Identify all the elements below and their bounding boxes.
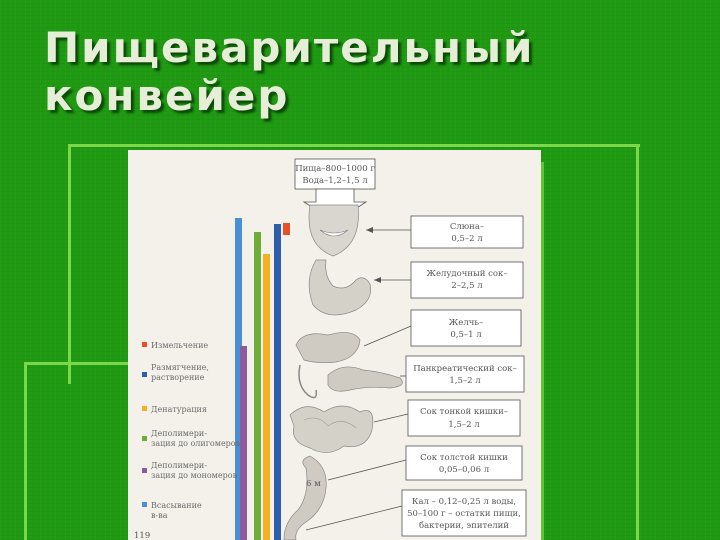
bile-line-1: Желчь– [449, 318, 483, 328]
pancreatic-line-1: Панкреатический сок– [413, 364, 517, 374]
feces-line-1: Кал – 0,12–0,25 л воды, [412, 497, 516, 507]
feces-line-2: 50–100 г – остатки пищи, [407, 509, 521, 519]
pancreas-icon [298, 364, 403, 399]
legend-label-5a: Деполимери- [151, 461, 207, 470]
food-line-1: Пища–800–1000 г [295, 164, 375, 174]
legend-label-5b: зация до мономеров [151, 471, 238, 480]
saliva-line-1: Слюна– [450, 222, 484, 232]
legend-label-6a: Всасывание [151, 501, 202, 510]
secretion-box-saliva [410, 215, 524, 249]
decor-line-top [68, 144, 640, 147]
decor-line-right2 [541, 162, 544, 540]
small-intestine-line-1: Сок тонкой кишки– [420, 407, 508, 417]
mouth-icon [308, 204, 359, 257]
feces-line-3: бактерии, эпителий [419, 520, 509, 531]
gastric-line-1: Желудочный сок– [426, 269, 507, 279]
secretion-box-bile [410, 309, 522, 347]
page-number: 119 [134, 531, 150, 540]
bar-denaturation [263, 254, 270, 540]
legend-label-2b: растворение [151, 373, 205, 382]
small-intestine-line-2: 1,5–2 л [448, 420, 480, 430]
secretion-box-large-intestine [405, 445, 523, 481]
legend-label-4a: Деполимери- [151, 429, 207, 438]
slide-title: Пищеварительный конвейер [44, 24, 604, 120]
legend-label-6b: в-ва [151, 511, 168, 520]
large-intestine-icon: 6 м [283, 455, 327, 540]
stomach-icon [308, 259, 372, 316]
decor-line-mid [24, 362, 128, 365]
bar-grinding [283, 223, 290, 235]
bar-softening [274, 224, 281, 540]
secretion-box-gastric [410, 261, 524, 299]
large-intestine-line-2: 0,05–0,06 л [439, 465, 490, 475]
bar-oligomers [254, 232, 261, 540]
food-line-2: Вода–1,2–1,5 л [302, 176, 368, 186]
secretion-box-small-intestine [407, 399, 521, 437]
saliva-line-2: 0,5–2 л [451, 234, 483, 244]
bar-absorption [235, 218, 242, 540]
legend-swatch-denaturation [142, 406, 147, 411]
gastric-line-2: 2–2,5 л [451, 281, 483, 291]
digestive-diagram: Пища–800–1000 г Вода–1,2–1,5 л [128, 150, 541, 540]
pancreatic-line-2: 1,5–2 л [449, 376, 481, 386]
legend-swatch-absorption [142, 502, 147, 507]
bile-line-2: 0,5–1 л [450, 330, 482, 340]
secretion-box-pancreatic [405, 355, 525, 393]
legend-swatch-softening [142, 372, 147, 377]
legend-swatch-oligomers [142, 436, 147, 441]
legend-label-1: Измельчение [151, 341, 208, 350]
legend-label-4b: зация до олигомеров [151, 439, 241, 448]
decor-line-left [68, 144, 71, 384]
output-box-feces [401, 489, 527, 537]
legend-label-3: Денатурация [151, 405, 207, 414]
legend-swatch-monomers [142, 468, 147, 473]
secretion-boxes: Слюна– 0,5–2 л Желудочный сок– 2–2,5 л Ж… [305, 215, 527, 537]
bar-monomers [240, 346, 247, 540]
legend-label-2a: Размягчение, [151, 363, 209, 372]
small-intestine-icon [289, 405, 374, 453]
legend: Измельчение Размягчение, растворение Ден… [142, 341, 241, 520]
colon-length-label: 6 м [306, 479, 321, 489]
diagram-svg: Пища–800–1000 г Вода–1,2–1,5 л [134, 158, 527, 540]
large-intestine-line-1: Сок толстой кишки [420, 453, 508, 463]
decor-line-left2 [24, 362, 27, 540]
legend-swatch-grinding [142, 342, 147, 347]
title-line-1: Пищеварительный [44, 23, 535, 72]
liver-icon [295, 332, 361, 364]
title-line-2: конвейер [44, 71, 290, 120]
decor-line-right [636, 144, 639, 540]
